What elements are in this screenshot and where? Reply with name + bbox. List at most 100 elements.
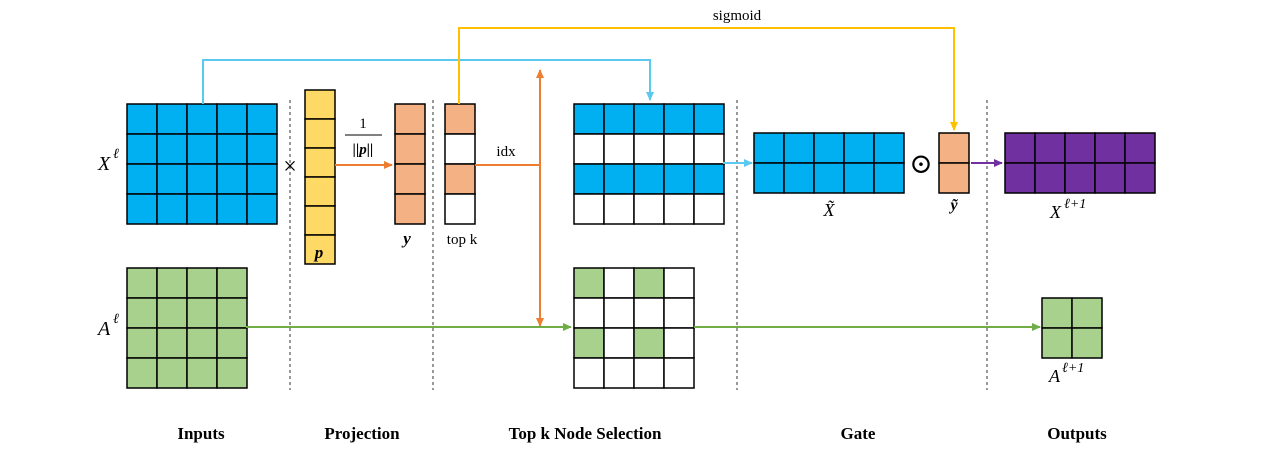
x-out-sup: ℓ+1 [1064, 197, 1086, 212]
x-tilde-matrix-cell [753, 162, 785, 194]
x-out-matrix-cell [1094, 162, 1126, 194]
topk-vector [444, 103, 476, 225]
a-l-matrix-cell [186, 267, 218, 299]
selected-x-matrix-cell [693, 103, 725, 135]
selected-a-matrix-cell [573, 297, 605, 329]
y-tilde-vector [938, 132, 970, 194]
selected-a-matrix-cell [633, 327, 665, 359]
a-l-matrix-cell [186, 357, 218, 389]
selected-x-matrix-cell [603, 103, 635, 135]
a-out-matrix-cell [1071, 327, 1103, 359]
y-vector-cell [394, 133, 426, 165]
x-out-matrix-cell [1064, 162, 1096, 194]
times-symbol: × [283, 154, 297, 180]
x-l-matrix-cell [186, 193, 218, 225]
x-out-matrix-cell [1094, 132, 1126, 164]
x-l-matrix-cell [126, 163, 158, 195]
x-tilde-matrix-cell [873, 162, 905, 194]
selected-a-matrix-cell [633, 357, 665, 389]
selected-x-matrix-cell [603, 133, 635, 165]
x-l-matrix-cell [156, 133, 188, 165]
section-gate: Gate [841, 424, 876, 443]
a-out-matrix-cell [1041, 327, 1073, 359]
x-l-matrix-cell [156, 103, 188, 135]
p-vector-cell [304, 118, 336, 149]
a-l-matrix-cell [186, 297, 218, 329]
selected-x-matrix-cell [693, 163, 725, 195]
section-outputs: Outputs [1047, 424, 1107, 443]
topk-vector-cell [444, 103, 476, 135]
x-l-matrix-cell [186, 133, 218, 165]
section-projection: Projection [324, 424, 400, 443]
selected-x-matrix-cell [693, 193, 725, 225]
selected-a-matrix-cell [663, 267, 695, 299]
selected-x-matrix-cell [663, 163, 695, 195]
x-l-matrix-cell [246, 163, 278, 195]
a-l-matrix-cell [126, 327, 158, 359]
topk-vector-cell [444, 163, 476, 195]
x-l-matrix-cell [126, 193, 158, 225]
x-l-matrix [126, 103, 278, 225]
selected-x-matrix-cell [573, 193, 605, 225]
fraction-numerator: 1 [359, 116, 367, 132]
selected-a-matrix-cell [573, 357, 605, 389]
selected-a-matrix-cell [633, 297, 665, 329]
y-tilde-vector-cell [938, 162, 970, 194]
p-vector-cell [304, 234, 336, 265]
y-label: y [401, 229, 411, 248]
selected-x-matrix-cell [573, 163, 605, 195]
x-l-matrix-cell [186, 103, 218, 135]
a-l-matrix-cell [156, 357, 188, 389]
selected-a-matrix-cell [633, 267, 665, 299]
topk-vector-cell [444, 133, 476, 165]
x-out-matrix-cell [1034, 162, 1066, 194]
fraction-denominator: ||p|| [353, 142, 374, 158]
selected-a-matrix-cell [603, 297, 635, 329]
x-out-matrix-cell [1034, 132, 1066, 164]
p-vector-cell [304, 176, 336, 207]
selected-x-matrix-cell [633, 133, 665, 165]
y-vector-cell [394, 103, 426, 135]
selected-a-matrix [573, 267, 695, 389]
selected-x-matrix-cell [573, 133, 605, 165]
y-vector-cell [394, 193, 426, 225]
x-l-matrix-cell [246, 193, 278, 225]
p-vector-cell [304, 89, 336, 120]
x-tilde-matrix-cell [813, 132, 845, 164]
x-l-matrix-cell [216, 103, 248, 135]
x-l-matrix-cell [156, 163, 188, 195]
x-tilde-matrix-cell [783, 132, 815, 164]
x-out-matrix-cell [1124, 162, 1156, 194]
a-out-sup: ℓ+1 [1062, 361, 1084, 376]
p-vector [304, 89, 336, 265]
a-l-label: A [96, 318, 111, 340]
selected-x-matrix [573, 103, 725, 225]
selected-a-matrix-cell [663, 357, 695, 389]
x-out-label: X [1049, 202, 1062, 222]
selected-x-matrix-cell [663, 103, 695, 135]
y-vector [394, 103, 426, 225]
a-out-matrix-cell [1071, 297, 1103, 329]
x-out-matrix-cell [1124, 132, 1156, 164]
a-l-matrix-cell [216, 327, 248, 359]
x-tilde-label: X̃ [823, 200, 836, 220]
a-l-sup: ℓ [113, 312, 119, 327]
selected-a-matrix-cell [603, 267, 635, 299]
a-out-label: A [1048, 366, 1061, 386]
selected-x-matrix-cell [693, 133, 725, 165]
y-tilde-vector-cell [938, 132, 970, 164]
a-l-matrix-cell [126, 267, 158, 299]
x-l-sup: ℓ [113, 147, 119, 162]
x-l-matrix-cell [126, 133, 158, 165]
x-l-matrix-cell [246, 103, 278, 135]
selected-x-matrix-cell [663, 193, 695, 225]
x-out-matrix-cell [1064, 132, 1096, 164]
selected-x-matrix-cell [663, 133, 695, 165]
selected-x-matrix-cell [603, 163, 635, 195]
a-l-matrix-cell [156, 297, 188, 329]
selected-a-matrix-cell [573, 267, 605, 299]
sigmoid-label: sigmoid [713, 8, 762, 24]
x-tilde-matrix-cell [843, 162, 875, 194]
section-topk: Top k Node Selection [509, 424, 662, 443]
a-l-matrix-cell [186, 327, 218, 359]
